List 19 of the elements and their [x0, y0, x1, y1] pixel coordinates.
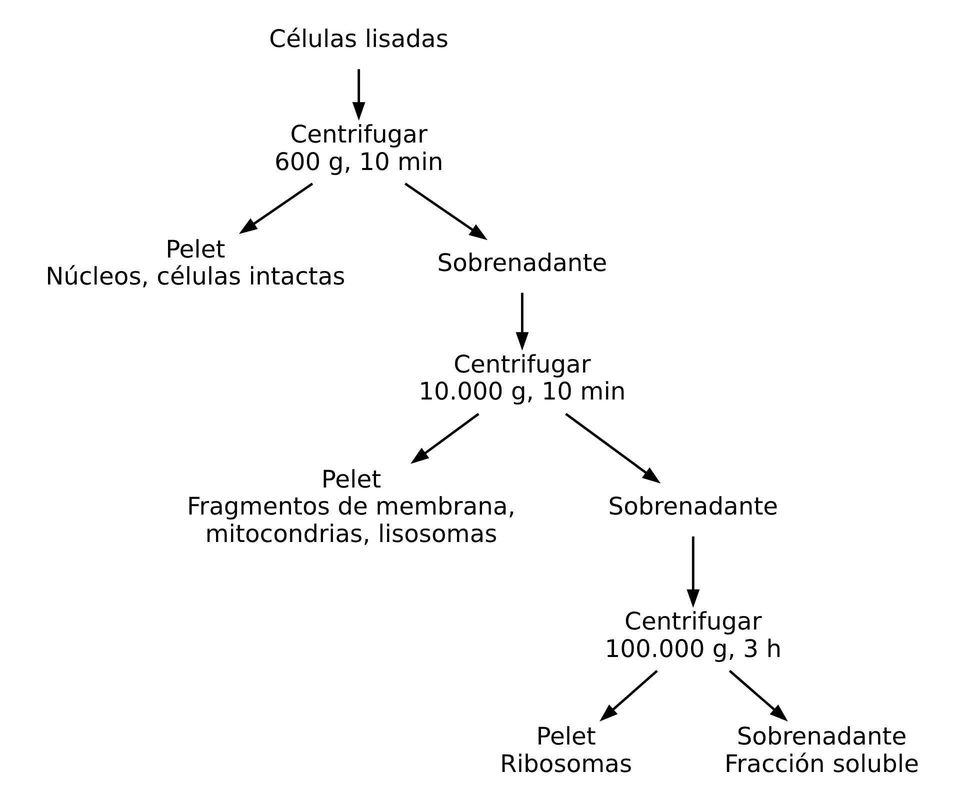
node-text: Centrifugar 600 g, 10 min [274, 120, 444, 176]
arrow [404, 182, 488, 240]
node-text: Células lisadas [269, 25, 448, 54]
node-text: Pelet Fragmentos de membrana, mitocondrias, lisosomas [187, 465, 516, 548]
node-text: Pelet Núcleos, células intactas [46, 235, 346, 291]
node-text: Sobrenadante [437, 249, 608, 278]
arrow [352, 69, 366, 121]
arrow [516, 292, 529, 351]
arrow [565, 412, 661, 484]
arrow [410, 412, 480, 464]
arrow [238, 182, 314, 234]
node-text: Centrifugar 10.000 g, 10 min [418, 350, 626, 406]
arrow [686, 536, 700, 608]
node-text: Centrifugar 100.000 g, 3 h [604, 608, 782, 663]
node-text: Sobrenadante [608, 492, 778, 521]
node-text: Sobrenadante Fracción soluble [724, 722, 919, 778]
arrow [600, 670, 658, 722]
arrow [728, 670, 788, 722]
node-text: Pelet Ribosomas [500, 722, 632, 778]
